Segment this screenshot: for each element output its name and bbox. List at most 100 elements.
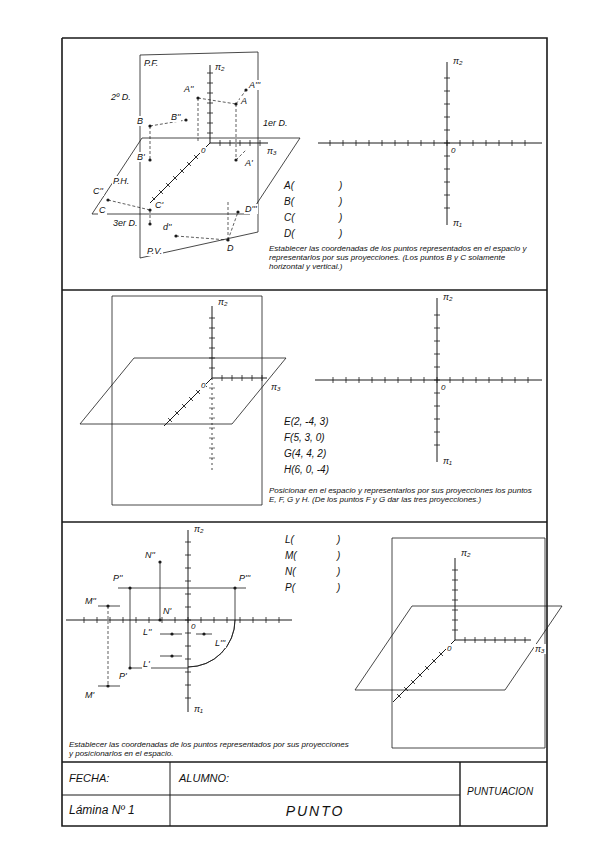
point-mark xyxy=(174,234,177,237)
drawing-line xyxy=(160,562,161,620)
drawing-line xyxy=(408,140,409,146)
projection-plane xyxy=(392,538,545,748)
drawing-line xyxy=(185,672,191,673)
drawing-line xyxy=(434,432,440,433)
label: C'' xyxy=(92,186,104,196)
drawing-line xyxy=(207,83,213,84)
drawing-line xyxy=(210,65,211,143)
drawing-line xyxy=(444,117,450,118)
drawing-line xyxy=(432,659,436,663)
drawing-line xyxy=(528,377,529,383)
drawing-line xyxy=(434,354,440,355)
point-mark xyxy=(158,618,161,621)
drawing-line xyxy=(62,761,547,762)
label: P'' xyxy=(112,573,123,583)
label: A( xyxy=(283,180,295,192)
drawing-line xyxy=(452,630,458,631)
drawing-line xyxy=(228,200,229,240)
drawing-line xyxy=(62,289,547,290)
drawing-line xyxy=(459,762,460,826)
drawing-line xyxy=(242,375,243,381)
label: PUNTUACION xyxy=(466,786,534,798)
drawing-line xyxy=(495,637,496,643)
label: A' xyxy=(244,158,254,168)
drawing-line xyxy=(159,190,163,194)
label: 0 xyxy=(200,381,206,390)
drawing-line xyxy=(444,182,450,183)
drawing-line xyxy=(175,617,176,623)
drawing-line xyxy=(240,140,241,146)
drawing-line xyxy=(62,795,460,796)
drawing-line xyxy=(201,617,202,623)
drawing-line xyxy=(315,380,542,381)
drawing-line xyxy=(460,140,461,146)
label: N( xyxy=(284,566,297,578)
drawing-line xyxy=(207,133,213,134)
label: P''' xyxy=(238,573,251,583)
drawing-line xyxy=(212,378,267,379)
label: π₁ xyxy=(452,218,463,228)
drawing-line xyxy=(173,176,177,180)
drawing-line xyxy=(372,377,373,383)
drawing-line xyxy=(525,637,526,643)
label: H(6, 0, -4) xyxy=(283,464,330,476)
drawing-line xyxy=(209,458,215,459)
label: 0 xyxy=(446,644,452,653)
drawing-line xyxy=(505,637,506,643)
label: d'' xyxy=(162,222,172,232)
label: P' xyxy=(118,671,128,681)
label: L' xyxy=(142,659,151,669)
label: C( xyxy=(283,212,296,224)
drawing-line xyxy=(209,398,215,399)
point-mark xyxy=(234,102,237,105)
drawing-line xyxy=(395,140,396,146)
label: π₁ xyxy=(442,456,453,466)
label: D( xyxy=(283,228,296,240)
label: D''' xyxy=(244,204,258,214)
label: D xyxy=(226,243,235,253)
drawing-line xyxy=(450,377,451,383)
point-mark xyxy=(202,632,205,635)
drawing-line xyxy=(185,594,191,595)
drawing-line xyxy=(150,210,151,224)
label: B'' xyxy=(170,112,181,122)
drawing-line xyxy=(262,375,263,381)
drawing-line xyxy=(346,377,347,383)
drawing-line xyxy=(434,393,440,394)
drawing-line xyxy=(185,555,191,556)
drawing-line xyxy=(452,570,458,571)
drawing-line xyxy=(62,38,547,826)
drawing-line xyxy=(170,762,171,826)
drawing-line xyxy=(499,140,500,146)
drawing-line xyxy=(168,418,172,422)
point-mark xyxy=(106,604,109,607)
drawing-line xyxy=(209,338,215,339)
drawing-line xyxy=(452,600,458,601)
projection-plane xyxy=(140,52,258,258)
label: A xyxy=(240,96,248,106)
drawing-line xyxy=(330,140,331,146)
drawing-line xyxy=(463,377,464,383)
point-mark xyxy=(170,632,173,635)
label: π₂ xyxy=(442,292,453,302)
drawing-line xyxy=(180,169,184,173)
point-mark xyxy=(170,654,173,657)
drawing-line xyxy=(212,378,213,470)
drawing-line xyxy=(212,306,213,378)
point-mark xyxy=(233,586,236,589)
point-mark xyxy=(236,210,239,213)
point-mark xyxy=(128,666,131,669)
label: π₂ xyxy=(214,62,225,72)
label: 1er D. xyxy=(262,118,289,128)
drawing-line xyxy=(185,581,191,582)
drawing-line xyxy=(182,404,186,408)
drawing-line xyxy=(424,377,425,383)
drawing-line xyxy=(84,617,85,623)
drawing-line xyxy=(136,617,137,623)
drawing-line xyxy=(185,685,191,686)
point-mark xyxy=(148,124,151,127)
drawing-line xyxy=(235,588,236,620)
drawing-line xyxy=(418,673,422,677)
label: ) xyxy=(336,566,341,578)
drawing-line xyxy=(123,617,124,623)
